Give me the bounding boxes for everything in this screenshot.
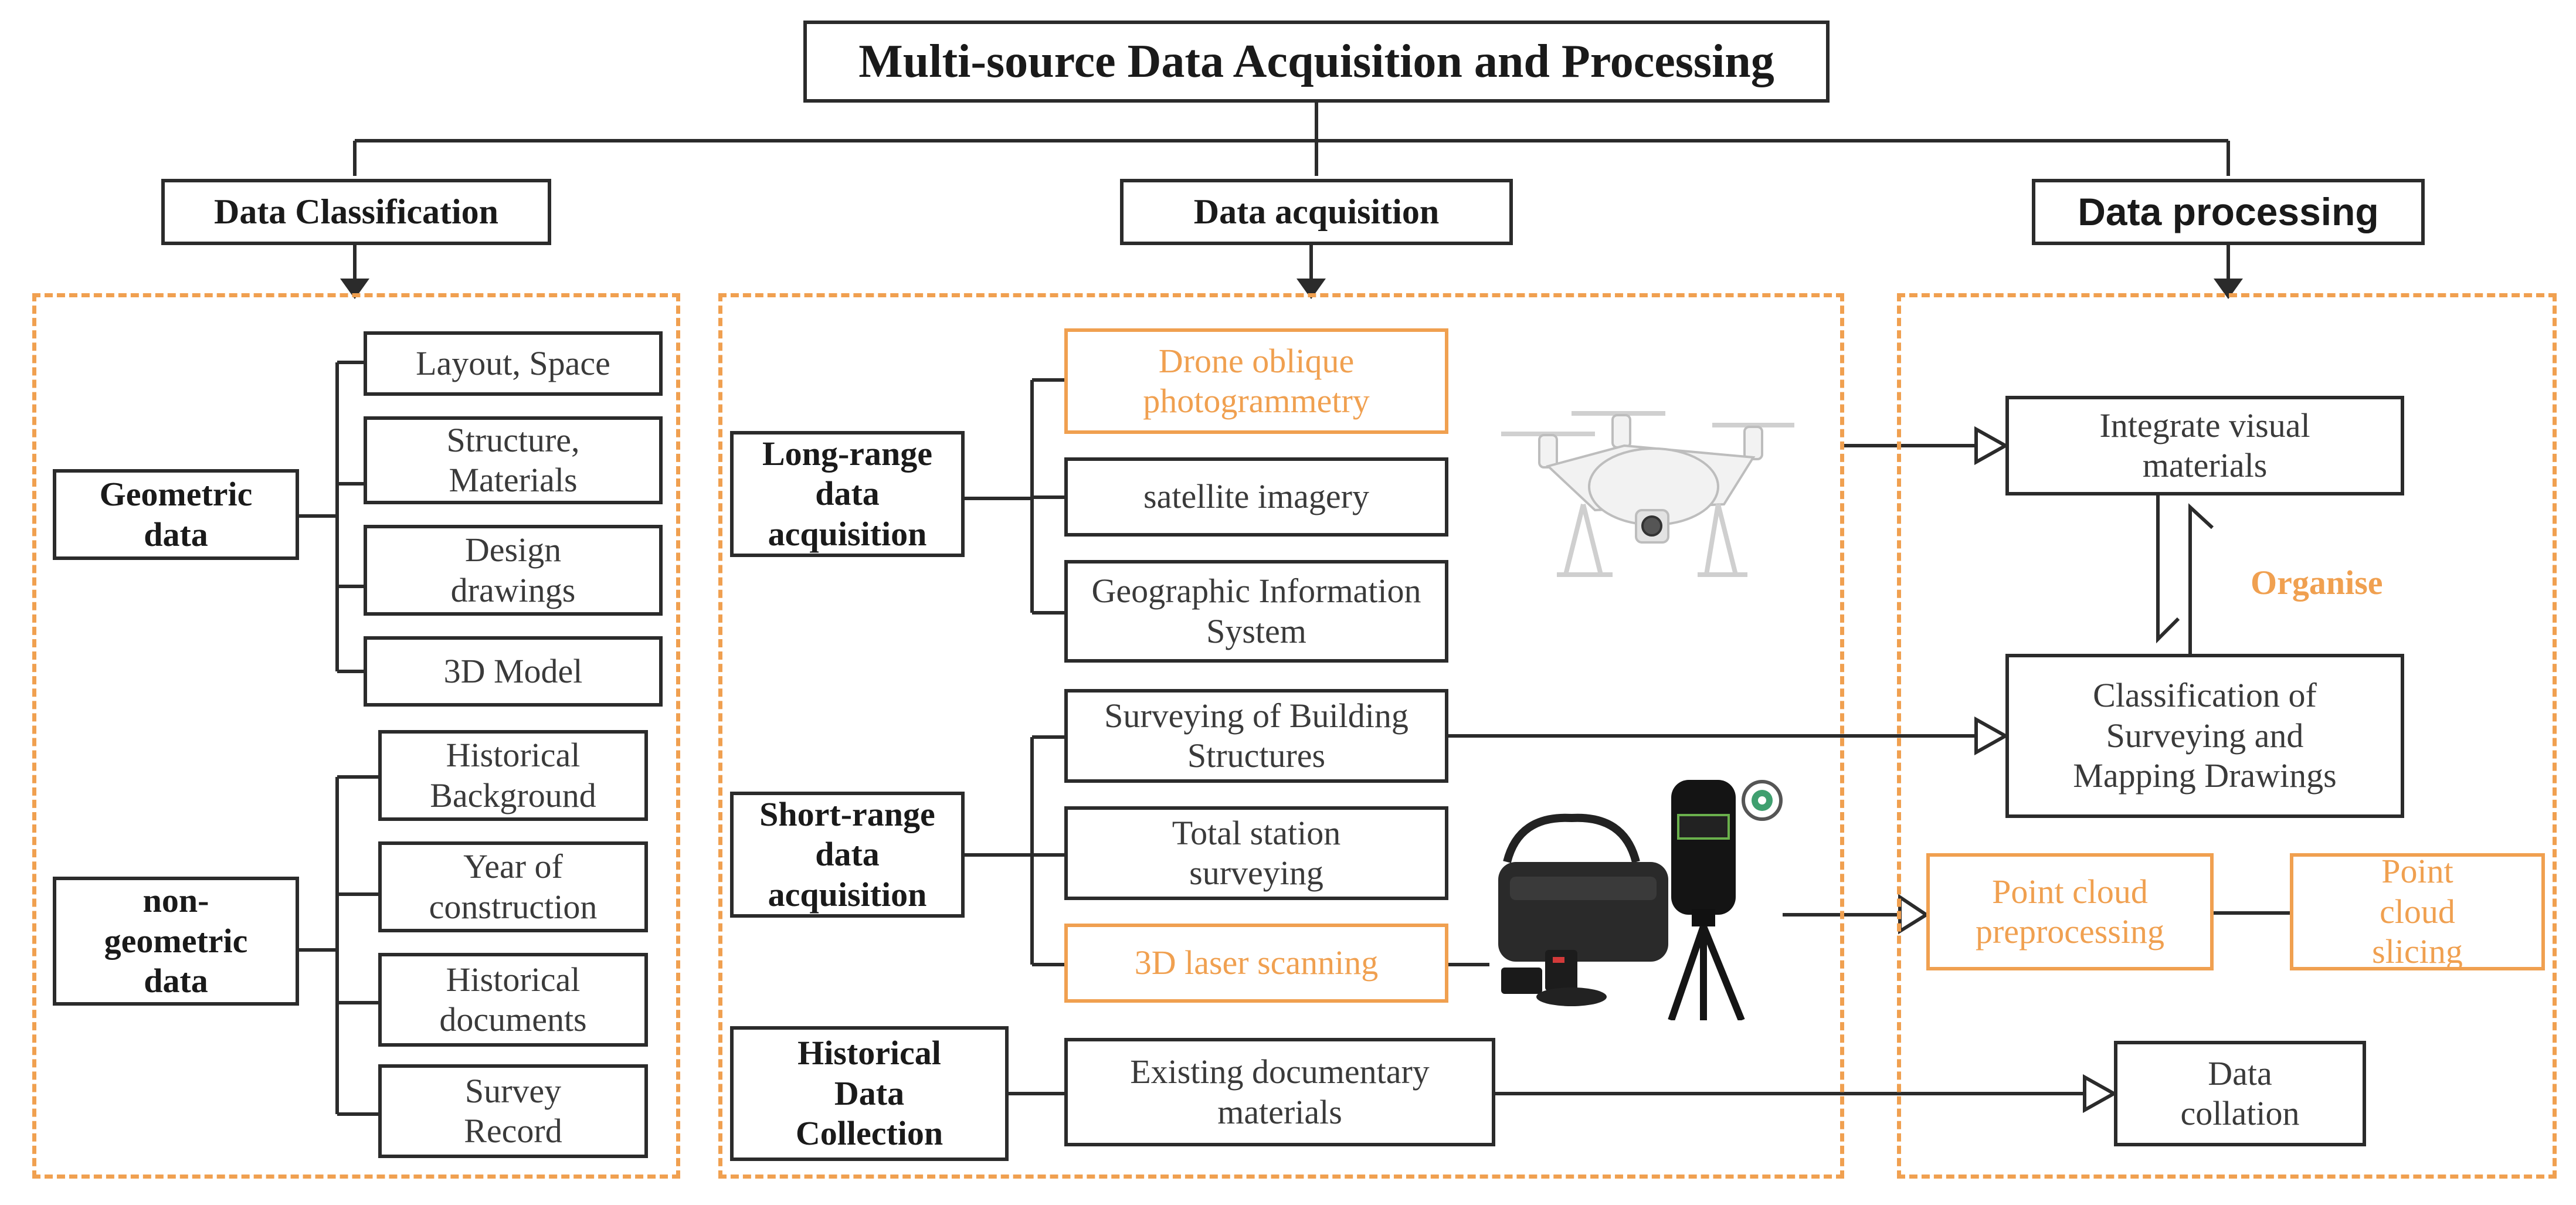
classification-frame (32, 293, 680, 1179)
non-geometric-item: Historical Background (378, 730, 648, 821)
acquisition-frame (718, 293, 1844, 1179)
geometric-item: Structure, Materials (364, 416, 663, 504)
non-geometric-data-label: non-geometric data (53, 877, 299, 1006)
page-title: Multi-source Data Acquisition and Proces… (803, 21, 1830, 103)
point-cloud-preprocessing-box: Point cloud preprocessing (1926, 853, 2214, 970)
acquisition-item-satellite: satellite imagery (1064, 457, 1448, 537)
geometric-item: Design drawings (364, 525, 663, 616)
non-geometric-item: Survey Record (378, 1064, 648, 1158)
acquisition-item-surveying: Surveying of Building Structures (1064, 689, 1448, 783)
geometric-data-label: Geometric data (53, 469, 299, 560)
acquisition-item-laser-scanning: 3D laser scanning (1064, 924, 1448, 1003)
acquisition-item-drone: Drone oblique photogrammetry (1064, 328, 1448, 434)
acquisition-item-total-station: Total station surveying (1064, 806, 1448, 900)
geometric-item: Layout, Space (364, 331, 663, 396)
long-range-label: Long-range data acquisition (730, 431, 965, 557)
non-geometric-item: Historical documents (378, 953, 648, 1047)
laser-scanner-image (1498, 780, 1783, 1020)
classification-drawings-box: Classification of Surveying and Mapping … (2005, 654, 2404, 818)
short-range-label: Short-range data acquisition (730, 792, 965, 918)
column-head-acquisition: Data acquisition (1120, 179, 1513, 245)
data-collation-box: Data collation (2114, 1041, 2366, 1146)
integrate-visual-box: Integrate visual materials (2005, 396, 2404, 495)
processing-frame (1897, 293, 2557, 1179)
point-cloud-slicing-box: Point cloud slicing (2290, 852, 2545, 970)
non-geometric-item: Year of construction (378, 841, 648, 932)
column-head-classification: Data Classification (161, 179, 551, 245)
geometric-item: 3D Model (364, 636, 663, 707)
column-head-processing: Data processing (2032, 179, 2425, 245)
acquisition-item-gis: Geographic Information System (1064, 560, 1448, 663)
historical-collection-label: Historical Data Collection (730, 1026, 1009, 1161)
drone-image (1501, 411, 1794, 577)
organise-label: Organise (2251, 564, 2383, 602)
acquisition-item-documentary: Existing documentary materials (1064, 1038, 1495, 1146)
